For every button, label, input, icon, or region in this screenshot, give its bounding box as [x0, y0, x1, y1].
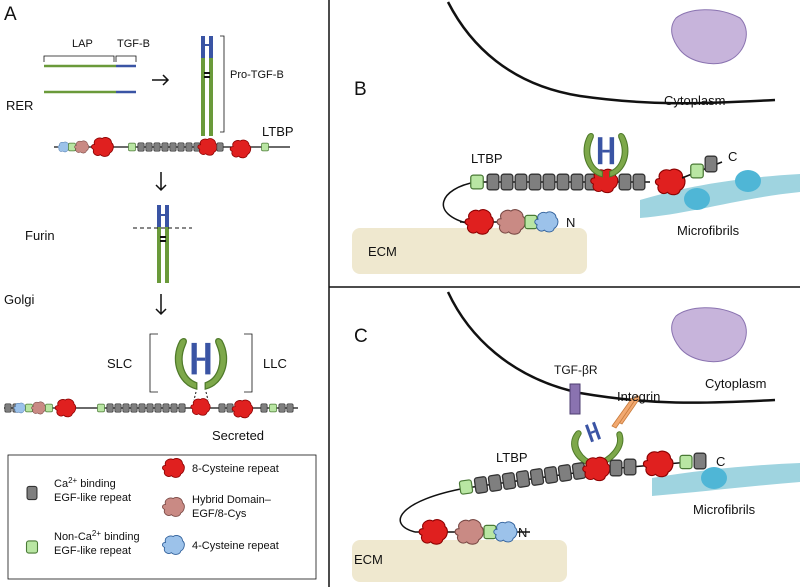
legend-nonca-egf-line1: Non-Ca2+ binding — [54, 529, 140, 543]
c-terminus-b: C — [728, 149, 737, 164]
lap-label: LAP — [72, 38, 93, 50]
slc-bracket — [149, 333, 158, 393]
legend-hybrid-line1: Hybrid Domain– — [192, 494, 272, 506]
legend-ca-egf-line1: Ca2+ binding — [54, 476, 116, 490]
lap-bracket — [43, 55, 115, 62]
legend-eight-cys-swatch — [162, 458, 185, 478]
legend-four-cys-swatch — [162, 535, 185, 555]
latent-complex-links — [193, 391, 209, 401]
integrin — [611, 394, 641, 429]
furin-label: Furin — [25, 228, 55, 243]
integrin-label: Integrin — [617, 389, 660, 404]
ecm-label-b: ECM — [368, 244, 397, 259]
panel-c: C Cytoplasm TGF-βR Integrin ECM Microfib… — [352, 291, 800, 582]
released-tgfb — [584, 421, 602, 443]
legend-ca-egf-line2: EGF-like repeat — [54, 492, 131, 504]
nucleus-c — [671, 307, 747, 363]
tgfb-receptor — [569, 383, 581, 415]
cell-membrane-b — [446, 1, 776, 105]
ltbp-chain-b — [442, 155, 723, 235]
ltbp-strand-secreted — [4, 398, 298, 419]
legend-ca-egf-swatch — [26, 485, 38, 501]
legend-hybrid-swatch — [162, 497, 185, 517]
furin-cleaved-dimer — [133, 205, 192, 283]
ecm-label-c: ECM — [354, 552, 383, 567]
panel-c-letter: C — [354, 326, 368, 347]
microfibril-bead-b1 — [684, 188, 710, 210]
n-terminus-b: N — [566, 215, 575, 230]
microfibril-bead-c1 — [701, 467, 727, 489]
golgi-label: Golgi — [4, 292, 34, 307]
prepro-chain — [44, 64, 136, 94]
cytoplasm-label-b: Cytoplasm — [664, 93, 725, 108]
rer-label: RER — [6, 98, 33, 113]
llc-label: LLC — [263, 356, 287, 371]
ltbp-chain-c — [399, 450, 707, 545]
legend-nonca-egf-line2: EGF-like repeat — [54, 545, 131, 557]
tgfb-bracket — [115, 55, 137, 62]
panel-a: A LAP TGF-B Pro-TGF-B RER LTBP — [4, 4, 298, 443]
panel-b: B Cytoplasm ECM Microfibrils LTBP — [352, 1, 800, 274]
microfibril-bead-b2 — [735, 170, 761, 192]
microfibrils-label-c: Microfibrils — [693, 502, 756, 517]
slc-label: SLC — [107, 356, 132, 371]
panel-a-letter: A — [4, 4, 17, 25]
secreted-label: Secreted — [212, 428, 264, 443]
n-terminus-c: N — [518, 525, 527, 540]
cytoplasm-label-c: Cytoplasm — [705, 376, 766, 391]
receptor-label: TGF-βR — [554, 363, 598, 377]
pro-tgfb-dimer — [201, 36, 213, 136]
pro-tgfb-label: Pro-TGF-B — [230, 69, 284, 81]
panel-b-letter: B — [354, 79, 367, 100]
ltbp-label-b: LTBP — [471, 151, 503, 166]
ecm-slab-c — [352, 540, 567, 582]
tgfb-label: TGF-B — [117, 38, 150, 50]
llc-bracket — [244, 333, 253, 393]
arrow-down-2 — [155, 294, 167, 316]
ecm-slab-b — [352, 228, 587, 274]
ltbp-label-c: LTBP — [496, 450, 528, 465]
legend-nonca-egf-swatch — [25, 540, 39, 554]
legend-eight-cys-label: 8-Cysteine repeat — [192, 463, 279, 475]
small-latent-complex — [174, 337, 228, 390]
ltbp-label-a: LTBP — [262, 124, 294, 139]
pro-tgfb-bracket — [220, 35, 225, 133]
legend: Ca2+ binding EGF-like repeat Non-Ca2+ bi… — [7, 454, 317, 580]
c-terminus-c: C — [716, 454, 725, 469]
legend-hybrid-line2: EGF/8-Cys — [192, 508, 247, 520]
microfibrils-label-b: Microfibrils — [677, 223, 740, 238]
arrow-right — [152, 74, 170, 86]
legend-four-cys-label: 4-Cysteine repeat — [192, 540, 279, 552]
arrow-down-1 — [155, 172, 167, 192]
ltbp-strand-rer — [54, 137, 290, 159]
nucleus-b — [671, 9, 747, 65]
